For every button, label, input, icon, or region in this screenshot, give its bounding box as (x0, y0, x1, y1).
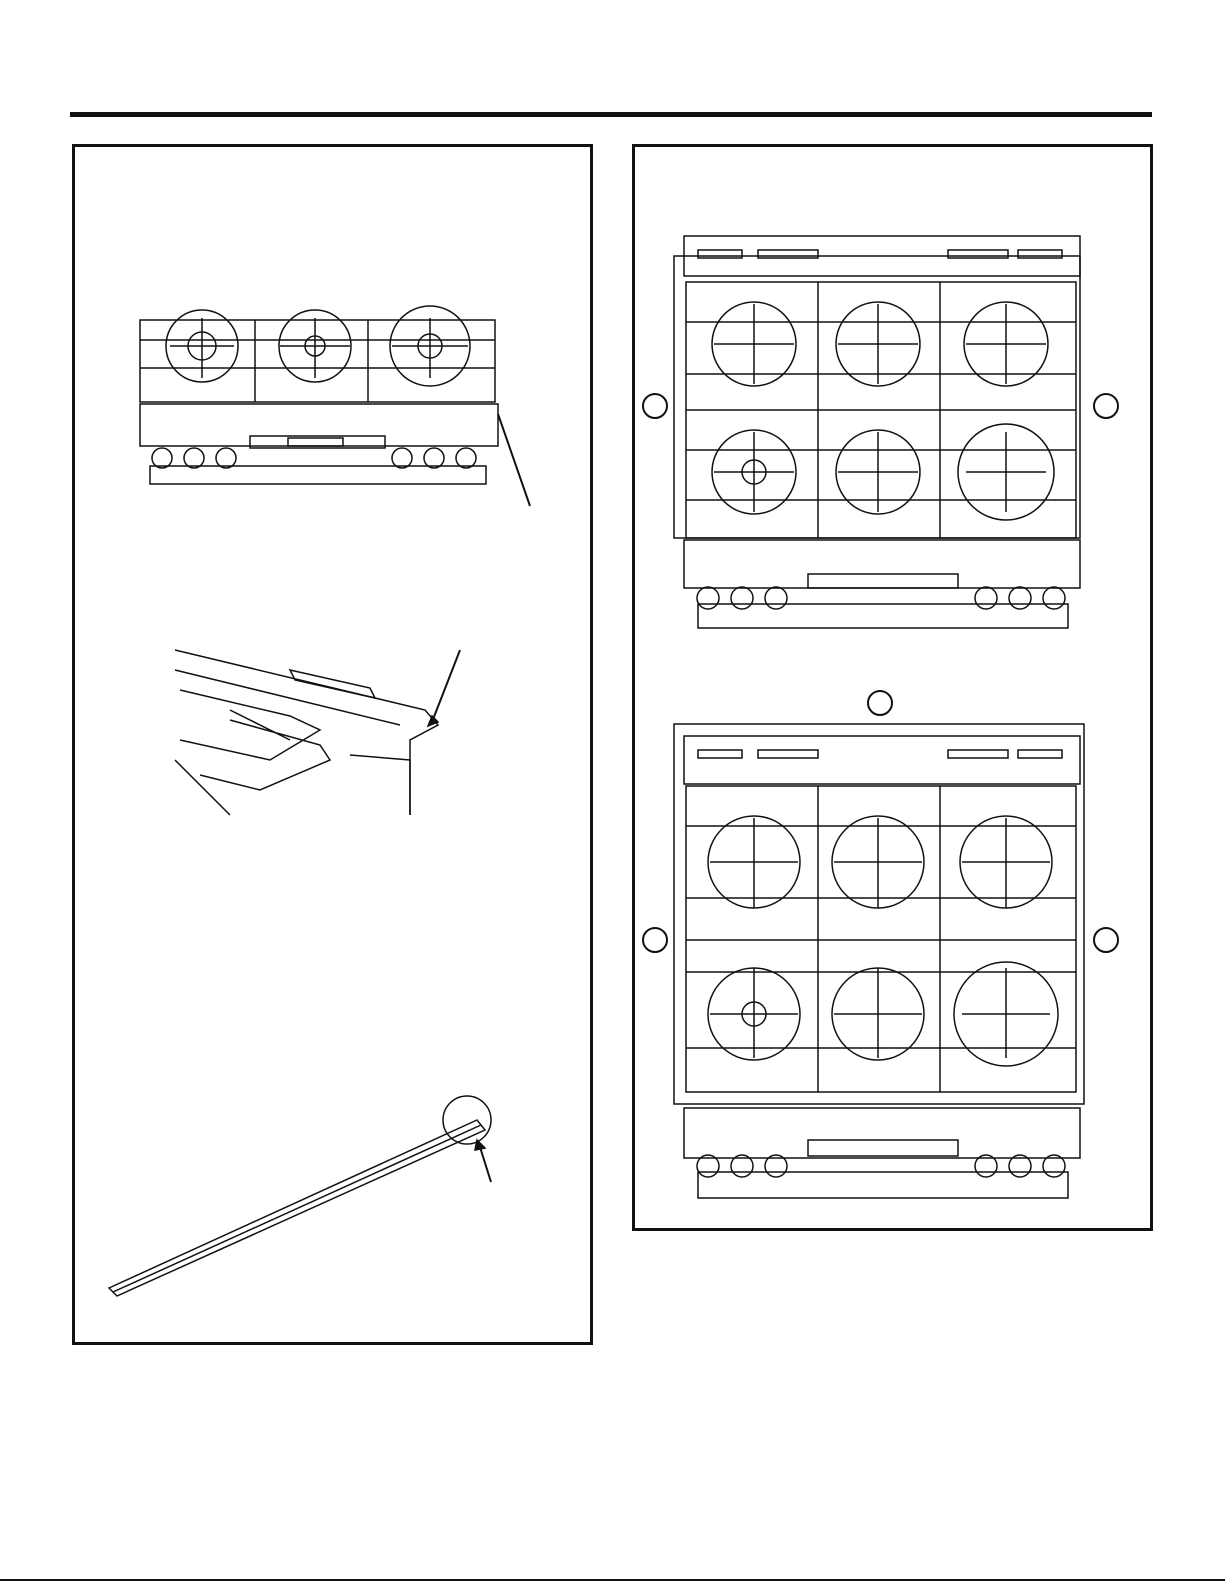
range-front-partial-figure (130, 318, 510, 498)
header-rule (70, 112, 1152, 117)
callout-circle-right-top (1093, 393, 1119, 419)
footer-rule (0, 1579, 1225, 1581)
callout-circle-left-bottom (642, 927, 668, 953)
range-top-view-b-figure (668, 722, 1093, 1200)
range-top-view-a-figure (668, 234, 1093, 632)
callout-circle-center (867, 690, 893, 716)
callout-circle-right-bottom (1093, 927, 1119, 953)
callout-circle-left-top (642, 393, 668, 419)
trim-strip-figure (105, 1090, 505, 1300)
trim-corner-detail-figure (170, 650, 460, 815)
